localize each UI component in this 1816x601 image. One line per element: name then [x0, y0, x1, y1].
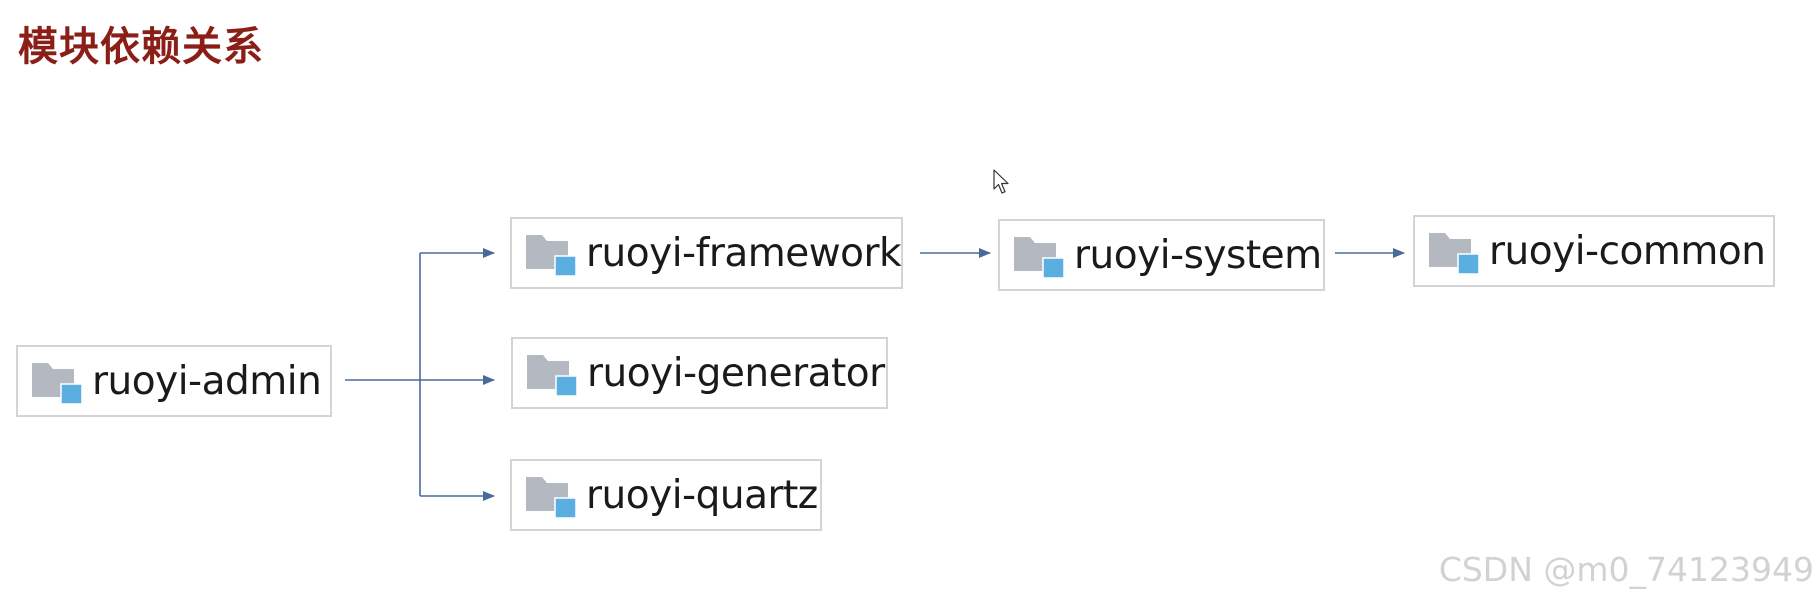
node-label: ruoyi-quartz — [586, 472, 818, 518]
node-label: ruoyi-admin — [92, 358, 322, 404]
mouse-pointer-icon — [993, 169, 1009, 194]
node-label: ruoyi-generator — [587, 350, 885, 396]
node-ruoyi-system: ruoyi-system — [998, 219, 1325, 291]
node-label: ruoyi-common — [1489, 228, 1766, 274]
module-folder-icon — [1429, 233, 1480, 275]
node-ruoyi-admin: ruoyi-admin — [16, 345, 332, 417]
module-folder-icon — [527, 355, 578, 397]
module-folder-icon — [526, 235, 577, 277]
node-ruoyi-common: ruoyi-common — [1413, 215, 1775, 287]
module-folder-icon — [526, 477, 577, 519]
node-ruoyi-framework: ruoyi-framework — [510, 217, 903, 289]
module-folder-icon — [1014, 237, 1065, 279]
node-ruoyi-generator: ruoyi-generator — [511, 337, 888, 409]
node-ruoyi-quartz: ruoyi-quartz — [510, 459, 822, 531]
page-title: 模块依赖关系 — [18, 24, 264, 70]
watermark: CSDN @m0_74123949 — [1438, 550, 1814, 589]
module-folder-icon — [32, 363, 83, 405]
node-label: ruoyi-framework — [586, 230, 902, 276]
node-label: ruoyi-system — [1074, 232, 1322, 278]
